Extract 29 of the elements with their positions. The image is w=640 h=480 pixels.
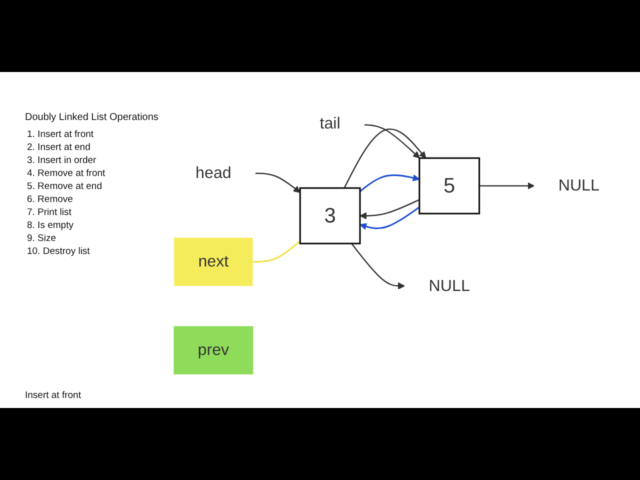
arrow xyxy=(364,124,420,158)
arrow xyxy=(344,128,426,188)
node-text: NULL xyxy=(428,277,470,295)
list-item: 4. Remove at front xyxy=(27,167,106,180)
node-text: NULL xyxy=(558,177,600,195)
node-text: head xyxy=(196,164,232,182)
list-heading: Doubly Linked List Operations xyxy=(25,112,158,123)
list-item: 5. Remove at end xyxy=(27,180,103,193)
list-item: 2. Insert at end xyxy=(27,141,92,154)
list-item: 6. Remove xyxy=(27,193,74,206)
arrow xyxy=(360,199,420,220)
connector xyxy=(252,240,301,263)
caption: Insert at front xyxy=(25,390,81,401)
node-text: tail xyxy=(320,114,340,133)
list-item: 1. Insert at front xyxy=(27,128,95,141)
list-item: 3. Insert in order xyxy=(27,154,98,167)
arrow xyxy=(479,182,535,190)
arrow xyxy=(255,172,300,193)
node-box: 3 xyxy=(299,187,361,244)
arrow xyxy=(351,243,405,290)
arrow xyxy=(360,206,420,230)
node-box: prev xyxy=(174,326,254,374)
list-item: 10. Destroy list xyxy=(27,245,91,258)
node-box: 5 xyxy=(418,157,480,214)
list-item: 8. Is empty xyxy=(27,219,74,232)
list-item: 7. Print list xyxy=(27,206,72,219)
list-item: 9. Size xyxy=(27,232,58,245)
arrow xyxy=(359,174,420,192)
node-box: next xyxy=(174,238,253,286)
